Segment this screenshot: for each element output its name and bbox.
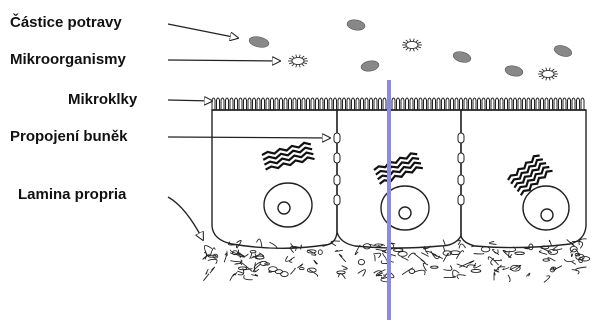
- particle-icon: [346, 19, 365, 32]
- golgi-stack: [373, 151, 422, 185]
- fibre-loop: [431, 266, 439, 268]
- fibre-loop: [300, 268, 305, 270]
- nucleus-right: [523, 186, 569, 230]
- nucleolus-middle: [399, 207, 411, 219]
- nucleus-left: [264, 183, 312, 227]
- golgi-stacks: [262, 141, 553, 196]
- particle-icon: [248, 35, 270, 49]
- fibre-loop: [358, 259, 364, 264]
- label-arrows: [168, 24, 330, 240]
- junction-icon: [334, 153, 340, 163]
- label-microorganisms: Mikroorganismy: [10, 51, 126, 69]
- fibre-loop: [250, 251, 256, 253]
- fibre-loop: [337, 271, 345, 274]
- lamina-propria-fibres: [203, 239, 590, 283]
- microorganism-icon: [402, 39, 422, 52]
- label-microvilli: Mikroklky: [68, 91, 137, 109]
- fibre-loop: [281, 272, 289, 277]
- fibre-loop: [318, 250, 322, 255]
- junction-icon: [334, 175, 340, 185]
- fibre-loop: [409, 269, 415, 273]
- cell-left: [212, 110, 337, 248]
- fibre-loop: [394, 249, 403, 252]
- arrow-villi: [168, 100, 212, 101]
- particle-icon: [504, 64, 524, 78]
- microorganism-icon: [538, 68, 558, 81]
- particle-icon: [553, 43, 573, 58]
- fibre-loop: [275, 270, 282, 274]
- fibre-loop: [471, 269, 481, 272]
- microorganism-icon: [288, 55, 308, 68]
- cell-junctions: [334, 133, 464, 205]
- fibre-loop: [307, 250, 316, 253]
- junction-icon: [334, 195, 340, 205]
- junction-icon: [334, 133, 340, 143]
- arrow-particles: [168, 24, 238, 38]
- microvilli-path: [212, 98, 584, 110]
- label-lamina-propria: Lamina propria: [18, 186, 126, 204]
- nucleolus-right: [541, 209, 553, 221]
- epithelial-cells: [212, 110, 586, 248]
- fibre-loop: [213, 254, 218, 258]
- cell-middle: [337, 110, 461, 248]
- fibre-loop: [398, 252, 407, 257]
- arrow-micro: [168, 60, 280, 61]
- particle-icon: [360, 60, 379, 73]
- arrow-lamina: [168, 197, 203, 240]
- fibre-loop: [515, 252, 525, 255]
- nucleolus-left: [278, 202, 290, 214]
- junction-icon: [458, 133, 464, 143]
- fibre-loop: [208, 255, 216, 257]
- golgi-stack: [262, 141, 315, 171]
- golgi-stack: [507, 153, 553, 196]
- junction-icon: [458, 195, 464, 205]
- label-food-particles: Částice potravy: [10, 14, 122, 32]
- fibre-loop: [543, 259, 549, 261]
- junction-icon: [458, 153, 464, 163]
- fibre-loop: [238, 267, 246, 270]
- particle-icon: [452, 50, 472, 64]
- junction-icon: [458, 175, 464, 185]
- microvilli-row: [212, 98, 586, 110]
- label-cell-junctions: Propojení buněk: [10, 128, 128, 146]
- arrow-junction: [168, 137, 330, 138]
